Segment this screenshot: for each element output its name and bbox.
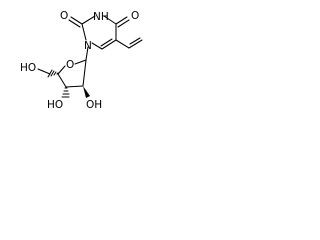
wedge-bond-c2-oh [83, 86, 90, 98]
ribose-ring [57, 59, 87, 88]
hashed-bond-c3-oh [61, 87, 70, 98]
bond-c3-c2 [65, 85, 84, 88]
bond-n1-c1prime [85, 46, 89, 61]
bond-c4-o-second [117, 19, 130, 28]
bond-c5-c6 [101, 39, 117, 50]
bond-c5-vinyl [115, 39, 130, 49]
atom-labels: O NH O N O HO HO OH [20, 10, 139, 111]
bond-c4-c3 [57, 73, 67, 88]
label-ho-ch2: HO [20, 62, 36, 74]
bond-n3-c4 [103, 15, 117, 25]
label-oh-2: OH [86, 99, 102, 111]
bond-vinyl-double [128, 39, 143, 49]
bond-o4-c4 [57, 65, 66, 75]
bond-c2-o [70, 16, 83, 25]
label-n1: N [84, 40, 92, 52]
carbonyl-right [115, 16, 130, 28]
bond-c2-o-second [68, 19, 81, 28]
bond-n1-c2 [81, 23, 87, 41]
pyrimidine-ring [81, 15, 117, 50]
label-carbonyl-o-left: O [60, 10, 68, 22]
bond-vinyl-double-inner [129, 37, 141, 45]
vinyl-group [115, 37, 143, 49]
bond-c6-n1 [91, 42, 103, 50]
chemical-structure-diagram: O NH O N O HO HO OH [20, 10, 143, 111]
bond-c5-c6-inner [100, 38, 113, 47]
label-nh: NH [93, 11, 109, 23]
bond-c2-n3 [81, 15, 96, 25]
bond-c1-o4 [74, 59, 87, 65]
label-carbonyl-o-right: O [131, 10, 139, 22]
bond-c5-oh [37, 68, 51, 75]
label-ring-o: O [66, 59, 74, 71]
label-ho-3: HO [47, 99, 63, 111]
bond-c4-o [115, 16, 128, 25]
carbonyl-left [68, 16, 83, 28]
bond-c2-c1 [82, 59, 87, 87]
